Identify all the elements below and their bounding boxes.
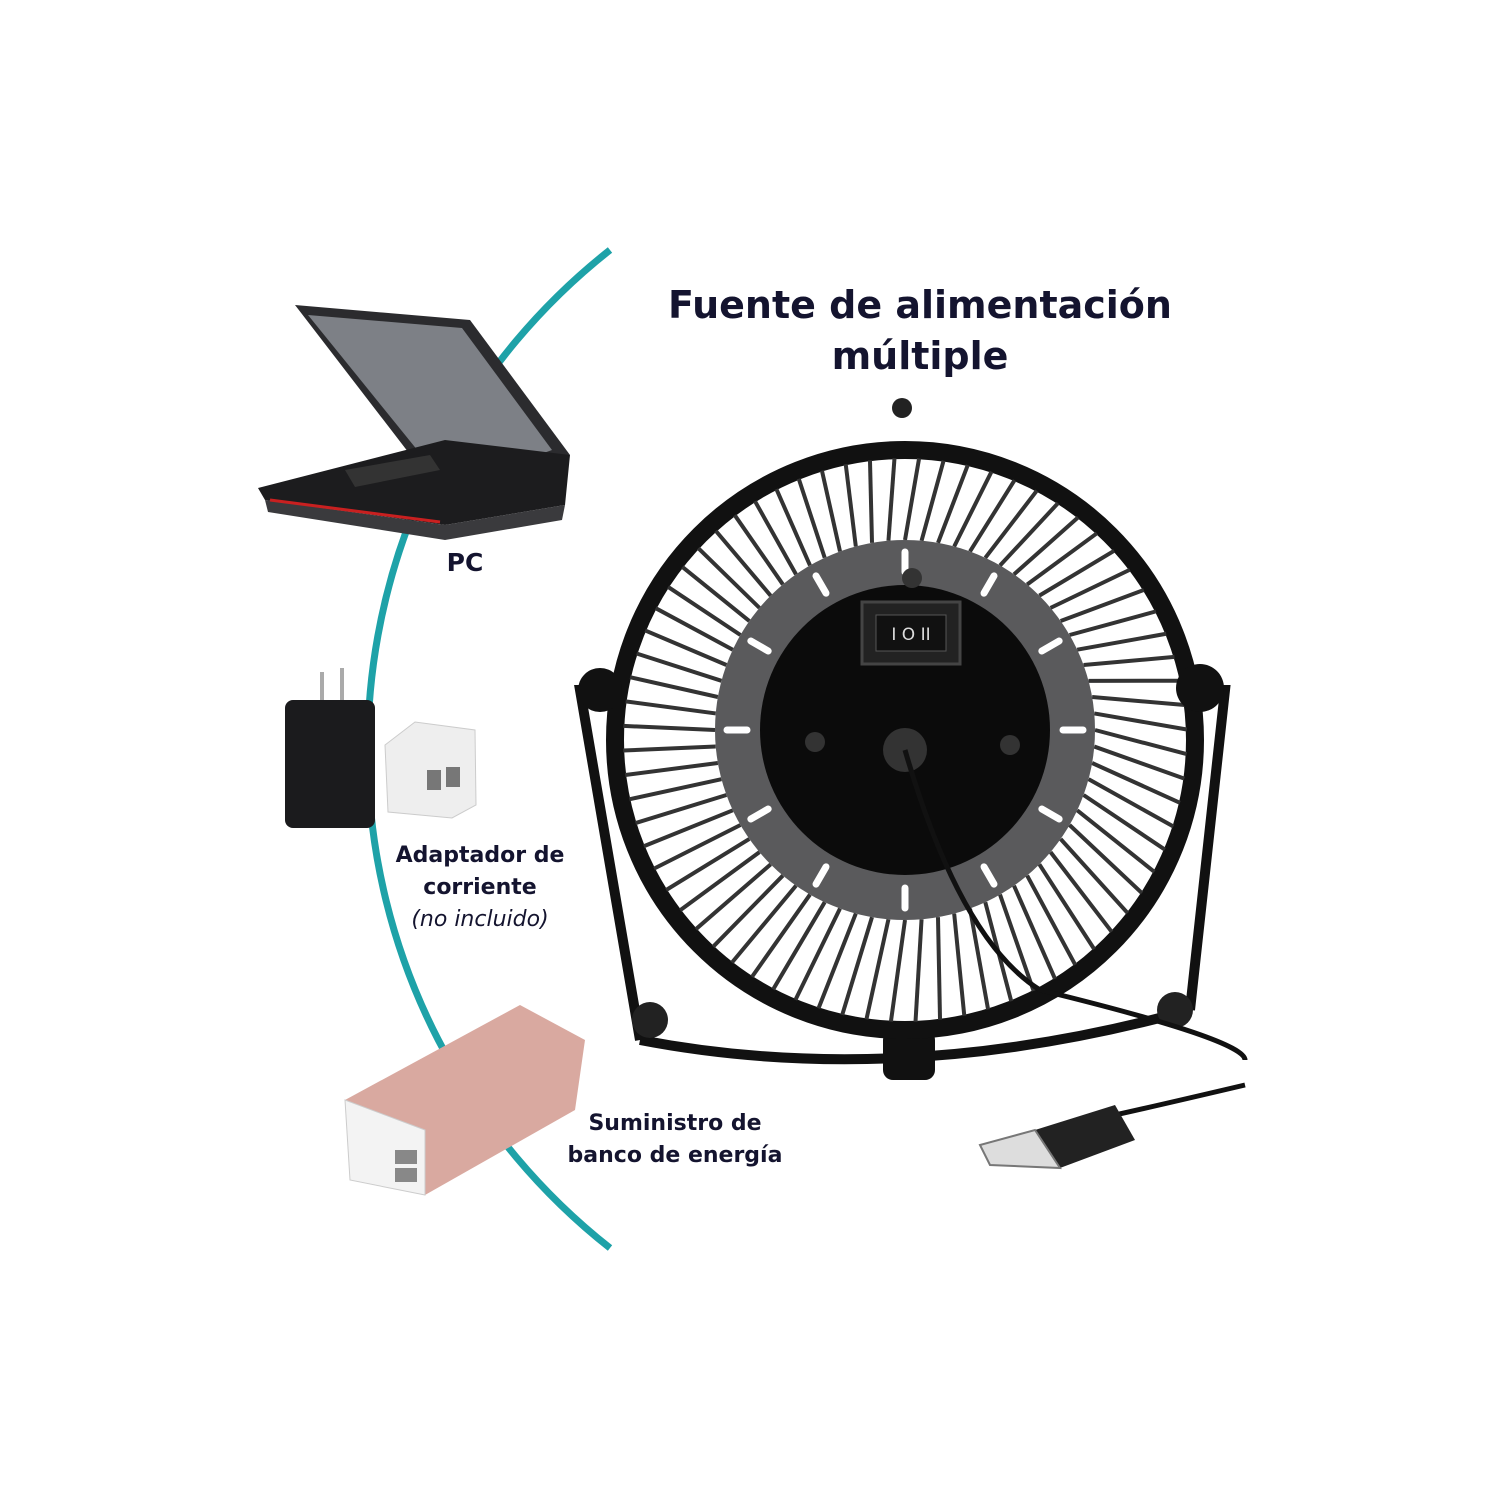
grille-wire xyxy=(681,565,751,623)
grille-wire xyxy=(867,460,875,543)
grille-wire xyxy=(1025,531,1099,587)
grille-wire xyxy=(913,919,924,1022)
grille-wire xyxy=(1093,744,1186,781)
hub-slot xyxy=(812,863,830,888)
grille-wire xyxy=(771,901,827,991)
grille-wire xyxy=(665,837,751,892)
page-title: Fuente de alimentación múltiple xyxy=(620,280,1220,383)
hub-slot xyxy=(747,805,772,823)
grille-wire xyxy=(968,908,991,1010)
grille-wire xyxy=(952,913,967,1016)
power-bank-image xyxy=(344,1005,585,1196)
grille-wire xyxy=(653,823,742,871)
hub-slot xyxy=(1038,805,1063,823)
laptop-image xyxy=(258,305,570,540)
desk-fan-image: I O II xyxy=(574,398,1248,1170)
grille-wire xyxy=(625,699,716,716)
grille-wire xyxy=(623,723,716,732)
grille-wire xyxy=(654,606,734,652)
bank-label-line-2: banco de energía xyxy=(567,1142,783,1168)
adapter-label-line-1: Adaptador de xyxy=(395,843,565,868)
adapter-label-line-2: corriente xyxy=(423,874,537,900)
usb-cable xyxy=(902,749,1248,1118)
grille-wire xyxy=(1059,588,1145,623)
grille-wire xyxy=(1012,515,1080,576)
grille-wire xyxy=(886,458,897,541)
grille-wire xyxy=(888,919,907,1022)
grille-wire xyxy=(679,850,761,912)
usb-plug xyxy=(1035,1105,1135,1168)
grille-wire xyxy=(903,458,922,541)
power-bank-label: Suministro de banco de energía xyxy=(555,1108,795,1172)
grille-wire xyxy=(816,912,858,1010)
grille-wire xyxy=(1038,549,1116,598)
grille-wire xyxy=(1048,850,1114,934)
grille-wire xyxy=(629,675,719,699)
grille-wire xyxy=(1012,884,1057,980)
hub-slot xyxy=(747,637,772,655)
grille-wire xyxy=(1094,728,1188,757)
grille-wire xyxy=(643,808,734,849)
grille-wire xyxy=(1068,823,1144,895)
grille-wire xyxy=(730,884,798,964)
grille-wire xyxy=(983,489,1039,560)
grille-wire xyxy=(1049,567,1131,610)
grille-wire xyxy=(1075,808,1156,874)
grille-wire xyxy=(935,917,943,1020)
grille-wire xyxy=(998,501,1060,567)
grille-wire xyxy=(628,777,722,802)
grille-wire xyxy=(968,479,1017,553)
grille-wire xyxy=(694,862,772,931)
grille-wire xyxy=(696,546,761,610)
grille-wire xyxy=(750,893,812,979)
grille-wire xyxy=(1091,695,1185,707)
grille-wire xyxy=(796,478,827,559)
grille-wire xyxy=(634,793,728,825)
grille-wire xyxy=(667,585,742,637)
grille-wire xyxy=(819,470,842,552)
adapter-label: Adaptador de corriente (no incluido) xyxy=(380,840,580,936)
hub-slot xyxy=(1038,637,1063,655)
pc-label: PC xyxy=(446,548,484,577)
grille-wire xyxy=(793,907,842,1001)
grille-wire xyxy=(711,874,785,949)
grille-wire xyxy=(714,529,773,597)
hub-slot xyxy=(980,572,998,597)
grille-wire xyxy=(936,464,970,544)
grille-wire xyxy=(843,464,858,547)
grille-wire xyxy=(1082,793,1166,852)
grille-wire xyxy=(840,916,874,1016)
grille-wire xyxy=(919,460,946,542)
grille-wire xyxy=(624,761,719,778)
title-line-2: múltiple xyxy=(831,334,1009,379)
grille-wire xyxy=(1076,631,1167,652)
bank-label-line-1: Suministro de xyxy=(588,1111,762,1136)
fan-grille xyxy=(623,458,1188,1022)
grille-wire xyxy=(952,470,994,548)
grille-wire xyxy=(1069,609,1157,637)
grille-wire xyxy=(753,500,798,576)
title-line-1: Fuente de alimentación xyxy=(668,283,1172,327)
grille-wire xyxy=(1083,654,1175,668)
grille-wire xyxy=(1093,711,1188,732)
grille-wire xyxy=(623,744,716,753)
grille-wire xyxy=(635,651,723,683)
grille-wire xyxy=(644,628,728,667)
hub-slot xyxy=(980,863,998,888)
grille-wire xyxy=(1037,863,1096,951)
adapter-note: (no incluido) xyxy=(411,906,549,932)
grille-wire xyxy=(1087,777,1175,829)
hub-slot xyxy=(812,572,830,597)
power-switch[interactable]: I O II xyxy=(891,625,930,645)
grille-wire xyxy=(733,514,785,586)
grille-wire xyxy=(1025,874,1078,966)
grille-wire xyxy=(1091,761,1181,805)
hub-ring xyxy=(723,548,1087,912)
grille-wire xyxy=(1059,837,1130,915)
grille-wire xyxy=(864,918,891,1020)
grille-wire xyxy=(774,488,812,567)
grille-wire xyxy=(998,893,1036,992)
power-adapter-image xyxy=(285,668,477,828)
